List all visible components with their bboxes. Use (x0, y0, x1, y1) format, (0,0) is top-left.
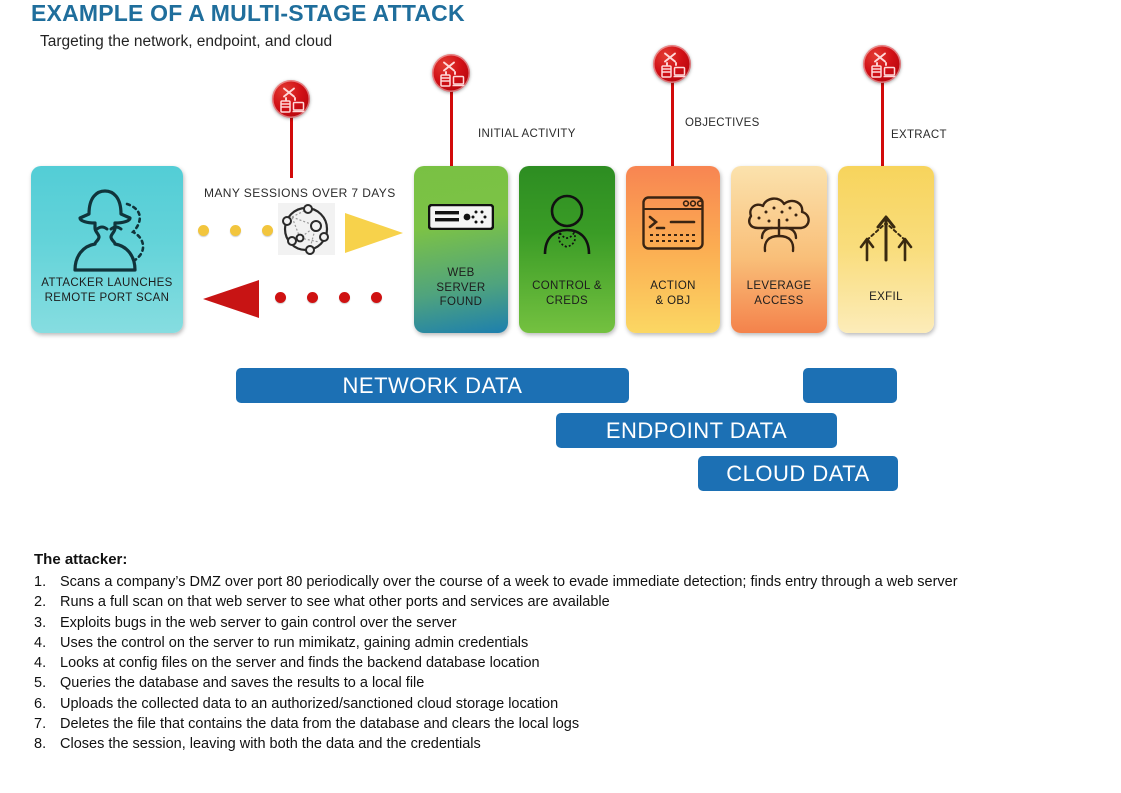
broken-connection-icon (432, 54, 470, 92)
list-item: 8. Closes the session, leaving with both … (18, 734, 1018, 754)
outbound-arrow-icon (345, 209, 405, 262)
list-item-text: Queries the database and saves the resul… (60, 675, 425, 692)
list-item-text: Scans a company’s DMZ over port 80 perio… (60, 574, 958, 590)
page-title: EXAMPLE OF A MULTI-STAGE ATTACK (31, 0, 465, 26)
return-dot (275, 292, 286, 303)
list-item: 7. Deletes the file that contains the dat… (18, 714, 1018, 734)
data-bar-network[interactable]: NETWORK DATA (236, 368, 629, 403)
list-item-number: 2. (34, 594, 47, 611)
list-item-number: 4. (34, 634, 47, 651)
hacker-icon (31, 184, 183, 276)
stage-card-label: CONTROL & CREDS (532, 280, 602, 307)
stage-card-label: ATTACKER LAUNCHES REMOTE PORT SCAN (41, 277, 173, 304)
list-item: 4. Looks at config files on the server an… (18, 653, 1018, 673)
list-item-text: Exploits bugs in the web server to gain … (60, 614, 457, 631)
list-item: 5. Queries the database and saves the res… (18, 673, 1018, 693)
marker-label: OBJECTIVES (685, 117, 760, 129)
server-rack-icon (414, 204, 508, 230)
data-bar-endpoint[interactable]: ENDPOINT DATA (556, 413, 837, 448)
stage-card-action-obj[interactable]: ACTION & OBJ (626, 166, 720, 333)
list-item: 4. Uses the control on the server to run … (18, 633, 1018, 653)
attacker-steps-heading: The attacker: (34, 551, 128, 568)
marker-label: INITIAL ACTIVITY (478, 128, 576, 140)
marker-stem (671, 61, 674, 179)
upload-arrows-icon (838, 204, 934, 266)
list-item: 1. Scans a company’s DMZ over port 80 per… (18, 572, 1018, 592)
list-item: 2. Runs a full scan on that web server to… (18, 592, 1018, 612)
list-item-number: 8. (34, 736, 47, 753)
stage-card-label: EXFIL (869, 291, 903, 303)
list-item-number: 1. (34, 574, 47, 590)
stage-card-label: LEVERAGE ACCESS (746, 280, 812, 307)
list-item: 3. Exploits bugs in the web server to gai… (18, 613, 1018, 633)
return-dot (339, 292, 350, 303)
data-bar-label: CLOUD DATA (726, 460, 870, 486)
page-subtitle: Targeting the network, endpoint, and clo… (40, 33, 333, 50)
session-dot-outbound (198, 225, 209, 236)
stage-card-exfil[interactable]: EXFIL (838, 166, 934, 333)
session-dot-outbound (230, 225, 241, 236)
session-dot-outbound (262, 225, 273, 236)
list-item-text: Closes the session, leaving with both th… (60, 736, 481, 753)
list-item-text: Deletes the file that contains the data … (60, 716, 580, 733)
data-bar-label: ENDPOINT DATA (605, 417, 788, 443)
stage-card-label: ACTION & OBJ (650, 280, 696, 307)
sessions-label: MANY SESSIONS OVER 7 DAYS (204, 186, 396, 200)
user-credentials-icon (519, 194, 615, 256)
list-item: 6. Uploads the collected data to an autho… (18, 694, 1018, 714)
stage-card-attacker[interactable]: ATTACKER LAUNCHES REMOTE PORT SCAN (31, 166, 183, 333)
list-item-number: 5. (34, 675, 47, 692)
list-item-number: 7. (34, 716, 47, 733)
data-bar-cloud[interactable]: CLOUD DATA (698, 456, 898, 491)
broken-connection-icon (863, 45, 901, 83)
cloud-biohazard-icon (731, 194, 827, 256)
attacker-steps: The attacker: 1. Scans a company’s DMZ ov… (18, 551, 1018, 755)
data-bar-label: NETWORK DATA (342, 372, 523, 398)
return-dot (307, 292, 318, 303)
terminal-window-icon (626, 196, 720, 250)
marker-label: EXTRACT (891, 129, 947, 141)
list-item-number: 6. (34, 695, 47, 712)
stage-card-control-creds[interactable]: CONTROL & CREDS (519, 166, 615, 333)
return-arrow-icon (203, 278, 261, 325)
stage-card-label: WEB SERVER FOUND (436, 267, 486, 308)
list-item-number: 3. (34, 614, 47, 631)
marker-stem (290, 96, 293, 178)
data-bar-network-extra[interactable] (803, 368, 897, 403)
list-item-text: Uses the control on the server to run mi… (60, 634, 529, 651)
list-item-text: Looks at config files on the server and … (60, 655, 540, 672)
attacker-steps-list: 1. Scans a company’s DMZ over port 80 per… (18, 572, 1018, 755)
marker-stem (881, 61, 884, 179)
marker-stem (450, 70, 453, 178)
broken-connection-icon (653, 45, 691, 83)
network-graph-icon (278, 203, 335, 255)
stage-card-web-server-found[interactable]: WEB SERVER FOUND (414, 166, 508, 333)
list-item-number: 4. (34, 655, 47, 672)
list-item-text: Runs a full scan on that web server to s… (60, 594, 610, 611)
list-item-text: Uploads the collected data to an authori… (60, 695, 559, 712)
return-dot (371, 292, 382, 303)
broken-connection-icon (272, 80, 310, 118)
stage-card-leverage-access[interactable]: LEVERAGE ACCESS (731, 166, 827, 333)
